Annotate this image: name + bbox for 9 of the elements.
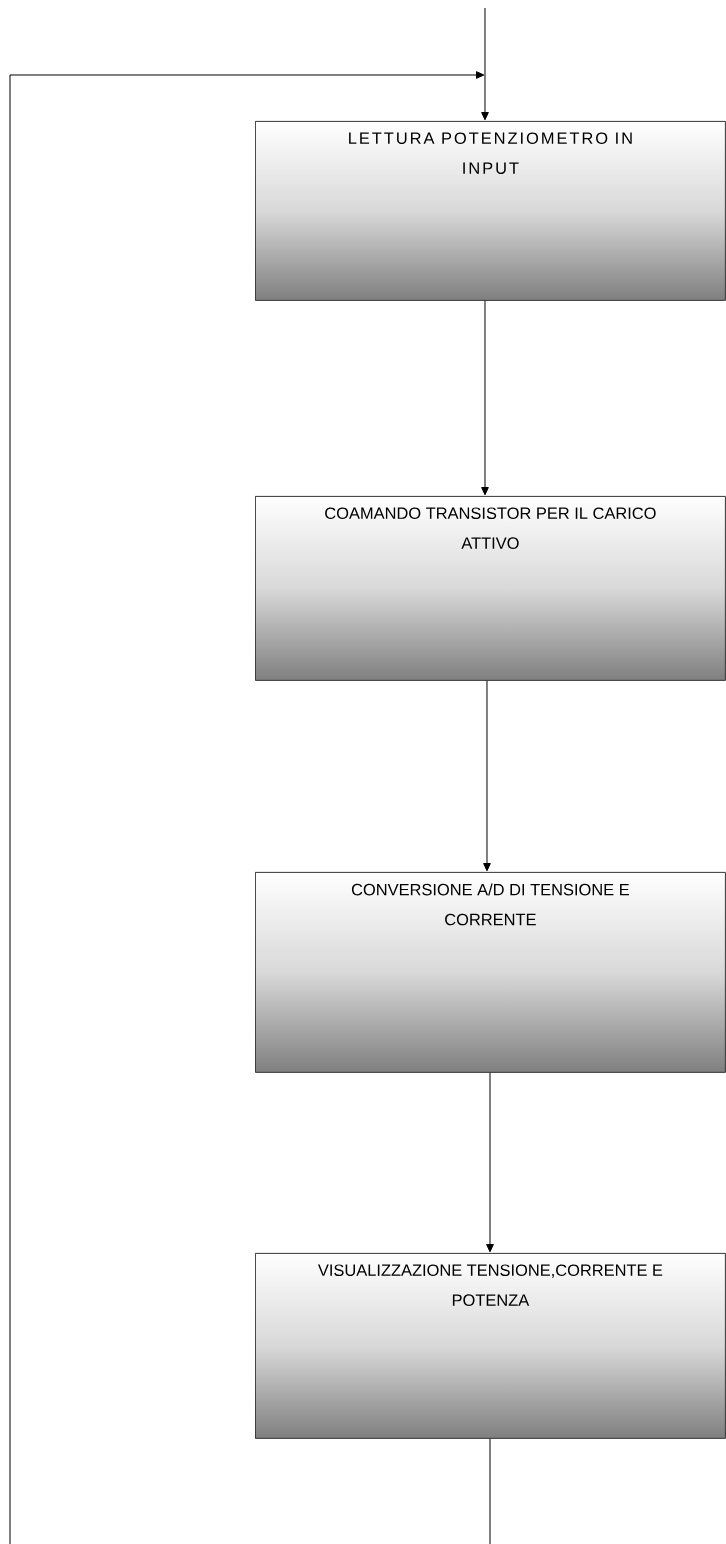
process-box: CONVERSIONE A/D DI TENSIONE E CORRENTE: [255, 872, 726, 1073]
process-box: VISUALIZZAZIONE TENSIONE,CORRENTE E POTENZA: [255, 1253, 726, 1439]
arrow: [483, 680, 491, 872]
arrow: [481, 7, 489, 121]
process-box: COAMANDO TRANSISTOR PER IL CARICO ATTIVO: [255, 496, 726, 681]
arrow: [481, 300, 489, 496]
arrow: [9, 71, 491, 1544]
process-box: LETTURA POTENZIOMETRO IN INPUT: [255, 121, 726, 301]
arrow: [486, 1072, 494, 1253]
